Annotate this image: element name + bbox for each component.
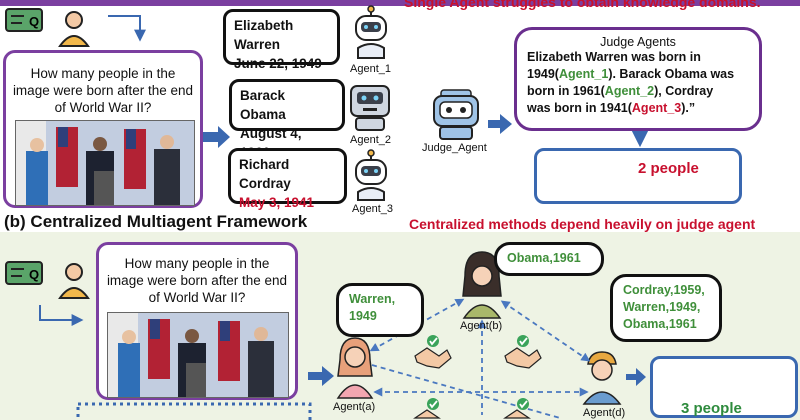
agent-d-label: Agent(d) — [583, 407, 626, 419]
arrow-to-agents — [203, 126, 230, 148]
agent-2-label: Agent_2 — [350, 134, 391, 146]
arrow-to-answer-b — [626, 368, 646, 386]
agent-1-label: Agent_1 — [350, 63, 391, 75]
judge-agent-label: Judge_Agent — [422, 142, 487, 154]
judge-line-4: was born in 1941(Agent_3).” — [527, 100, 749, 117]
judge-ref-agent-2: Agent_2 — [604, 84, 655, 98]
user-icon — [58, 11, 90, 47]
agent-3-date: May 3, 1941 — [239, 195, 315, 210]
photo-image-b — [108, 313, 288, 397]
agent-3-label: Agent_3 — [352, 203, 393, 215]
top-strip — [0, 0, 800, 6]
judge-ref-agent-3: Agent_3 — [631, 101, 682, 115]
question-text-b: How many people in the image were born a… — [106, 256, 288, 305]
judge-line-3: born in 1961(Agent_2), Cordray — [527, 83, 749, 100]
agent-a-bubble: Warren, 1949 — [336, 283, 424, 337]
judge-line-2-pre: 1949( — [527, 67, 559, 81]
agent-a-figure — [336, 337, 374, 399]
section-b-title: (b) Centralized Multiagent Framework — [4, 212, 308, 231]
agent-3-bubble: Richard Cordray May 3, 1941 — [228, 148, 347, 210]
agent-d-bubble-line-2: Warren,1949, — [623, 300, 701, 314]
robot-icon-3 — [355, 149, 387, 201]
handshake-check-icon-4 — [503, 398, 531, 419]
query-icon-b: Q — [5, 261, 43, 285]
arrow-to-judge-box — [488, 114, 512, 134]
agent-b-figure — [462, 251, 502, 319]
user-icon-b — [58, 263, 90, 299]
judge-ref-agent-1: Agent_1 — [558, 67, 609, 81]
robot-icon-2 — [350, 85, 390, 131]
agent-b-bubble-text: Obama,1961 — [507, 251, 581, 265]
agent-d-figure — [582, 351, 622, 405]
judge-box: Judge Agents Elizabeth Warren was born i… — [514, 27, 762, 131]
answer-box-b — [650, 356, 798, 418]
judge-line-3-pre: born in 1961( — [527, 84, 605, 98]
agent-1-bubble: Elizabeth Warren June 22, 1949 — [223, 9, 340, 71]
agent-3-name: Richard Cordray — [239, 157, 291, 191]
answer-box-a — [534, 148, 742, 204]
answer-text-a: 2 people — [638, 160, 699, 177]
query-arrow — [108, 15, 146, 42]
agent-2-name: Barack Obama — [240, 88, 286, 122]
judge-line-4-pre: was born in 1941( — [527, 101, 632, 115]
photo-image-a — [16, 121, 194, 205]
agent-pool-box — [76, 402, 312, 420]
agent-d-bubble-line-1: Cordray,1959, — [623, 283, 705, 297]
judge-robot-icon — [433, 89, 479, 140]
agent-d-bubble-line-3: Obama,1961 — [623, 317, 697, 331]
judge-line-4-post: ).” — [681, 101, 696, 115]
centralized-headline: Centralized methods depend heavily on ju… — [409, 216, 756, 232]
question-text-a: How many people in the image were born a… — [12, 66, 194, 115]
handshake-check-icon-3 — [413, 398, 441, 419]
query-icon: Q — [5, 8, 43, 32]
judge-line-3-post: ), Cordray — [654, 84, 714, 98]
agent-b-bubble: Obama,1961 — [494, 242, 604, 276]
agent-a-bubble-line-1: Warren, — [349, 292, 396, 306]
agent-2-bubble: Barack Obama August 4, 1961 — [229, 79, 345, 160]
arrow-to-agent-a — [308, 366, 334, 386]
question-box-a: How many people in the image were born a… — [3, 50, 203, 208]
handshake-check-icon-2 — [504, 335, 542, 369]
judge-line-2-post: ). Barack Obama was — [608, 67, 735, 81]
svg-text:Q: Q — [29, 267, 39, 282]
agent-1-date: June 22, 1949 — [234, 56, 322, 71]
agent-1-name: Elizabeth Warren — [234, 18, 294, 52]
agent-d-bubble: Cordray,1959, Warren,1949, Obama,1961 — [610, 274, 722, 342]
judge-box-text: Elizabeth Warren was born in 1949(Agent_… — [517, 49, 759, 117]
question-box-b: How many people in the image were born a… — [96, 242, 298, 400]
agent-b-label: Agent(b) — [460, 320, 503, 332]
judge-line-1: Elizabeth Warren was born in — [527, 50, 701, 64]
photo-a — [15, 120, 195, 206]
single-agent-headline: Single Agent struggles to obtain knowled… — [404, 0, 761, 10]
agent-a-bubble-line-2: 1949 — [349, 309, 377, 323]
robot-icon-1 — [355, 5, 387, 59]
agent-a-label: Agent(a) — [333, 401, 376, 413]
judge-box-title: Judge Agents — [600, 35, 676, 49]
query-arrow-b — [39, 305, 84, 326]
svg-text:Q: Q — [29, 14, 39, 29]
photo-b — [107, 312, 289, 398]
answer-text-b: 3 people — [681, 400, 742, 417]
communication-lines — [369, 298, 591, 419]
handshake-check-icon-1 — [414, 335, 452, 369]
judge-line-2: 1949(Agent_1). Barack Obama was — [527, 66, 749, 83]
